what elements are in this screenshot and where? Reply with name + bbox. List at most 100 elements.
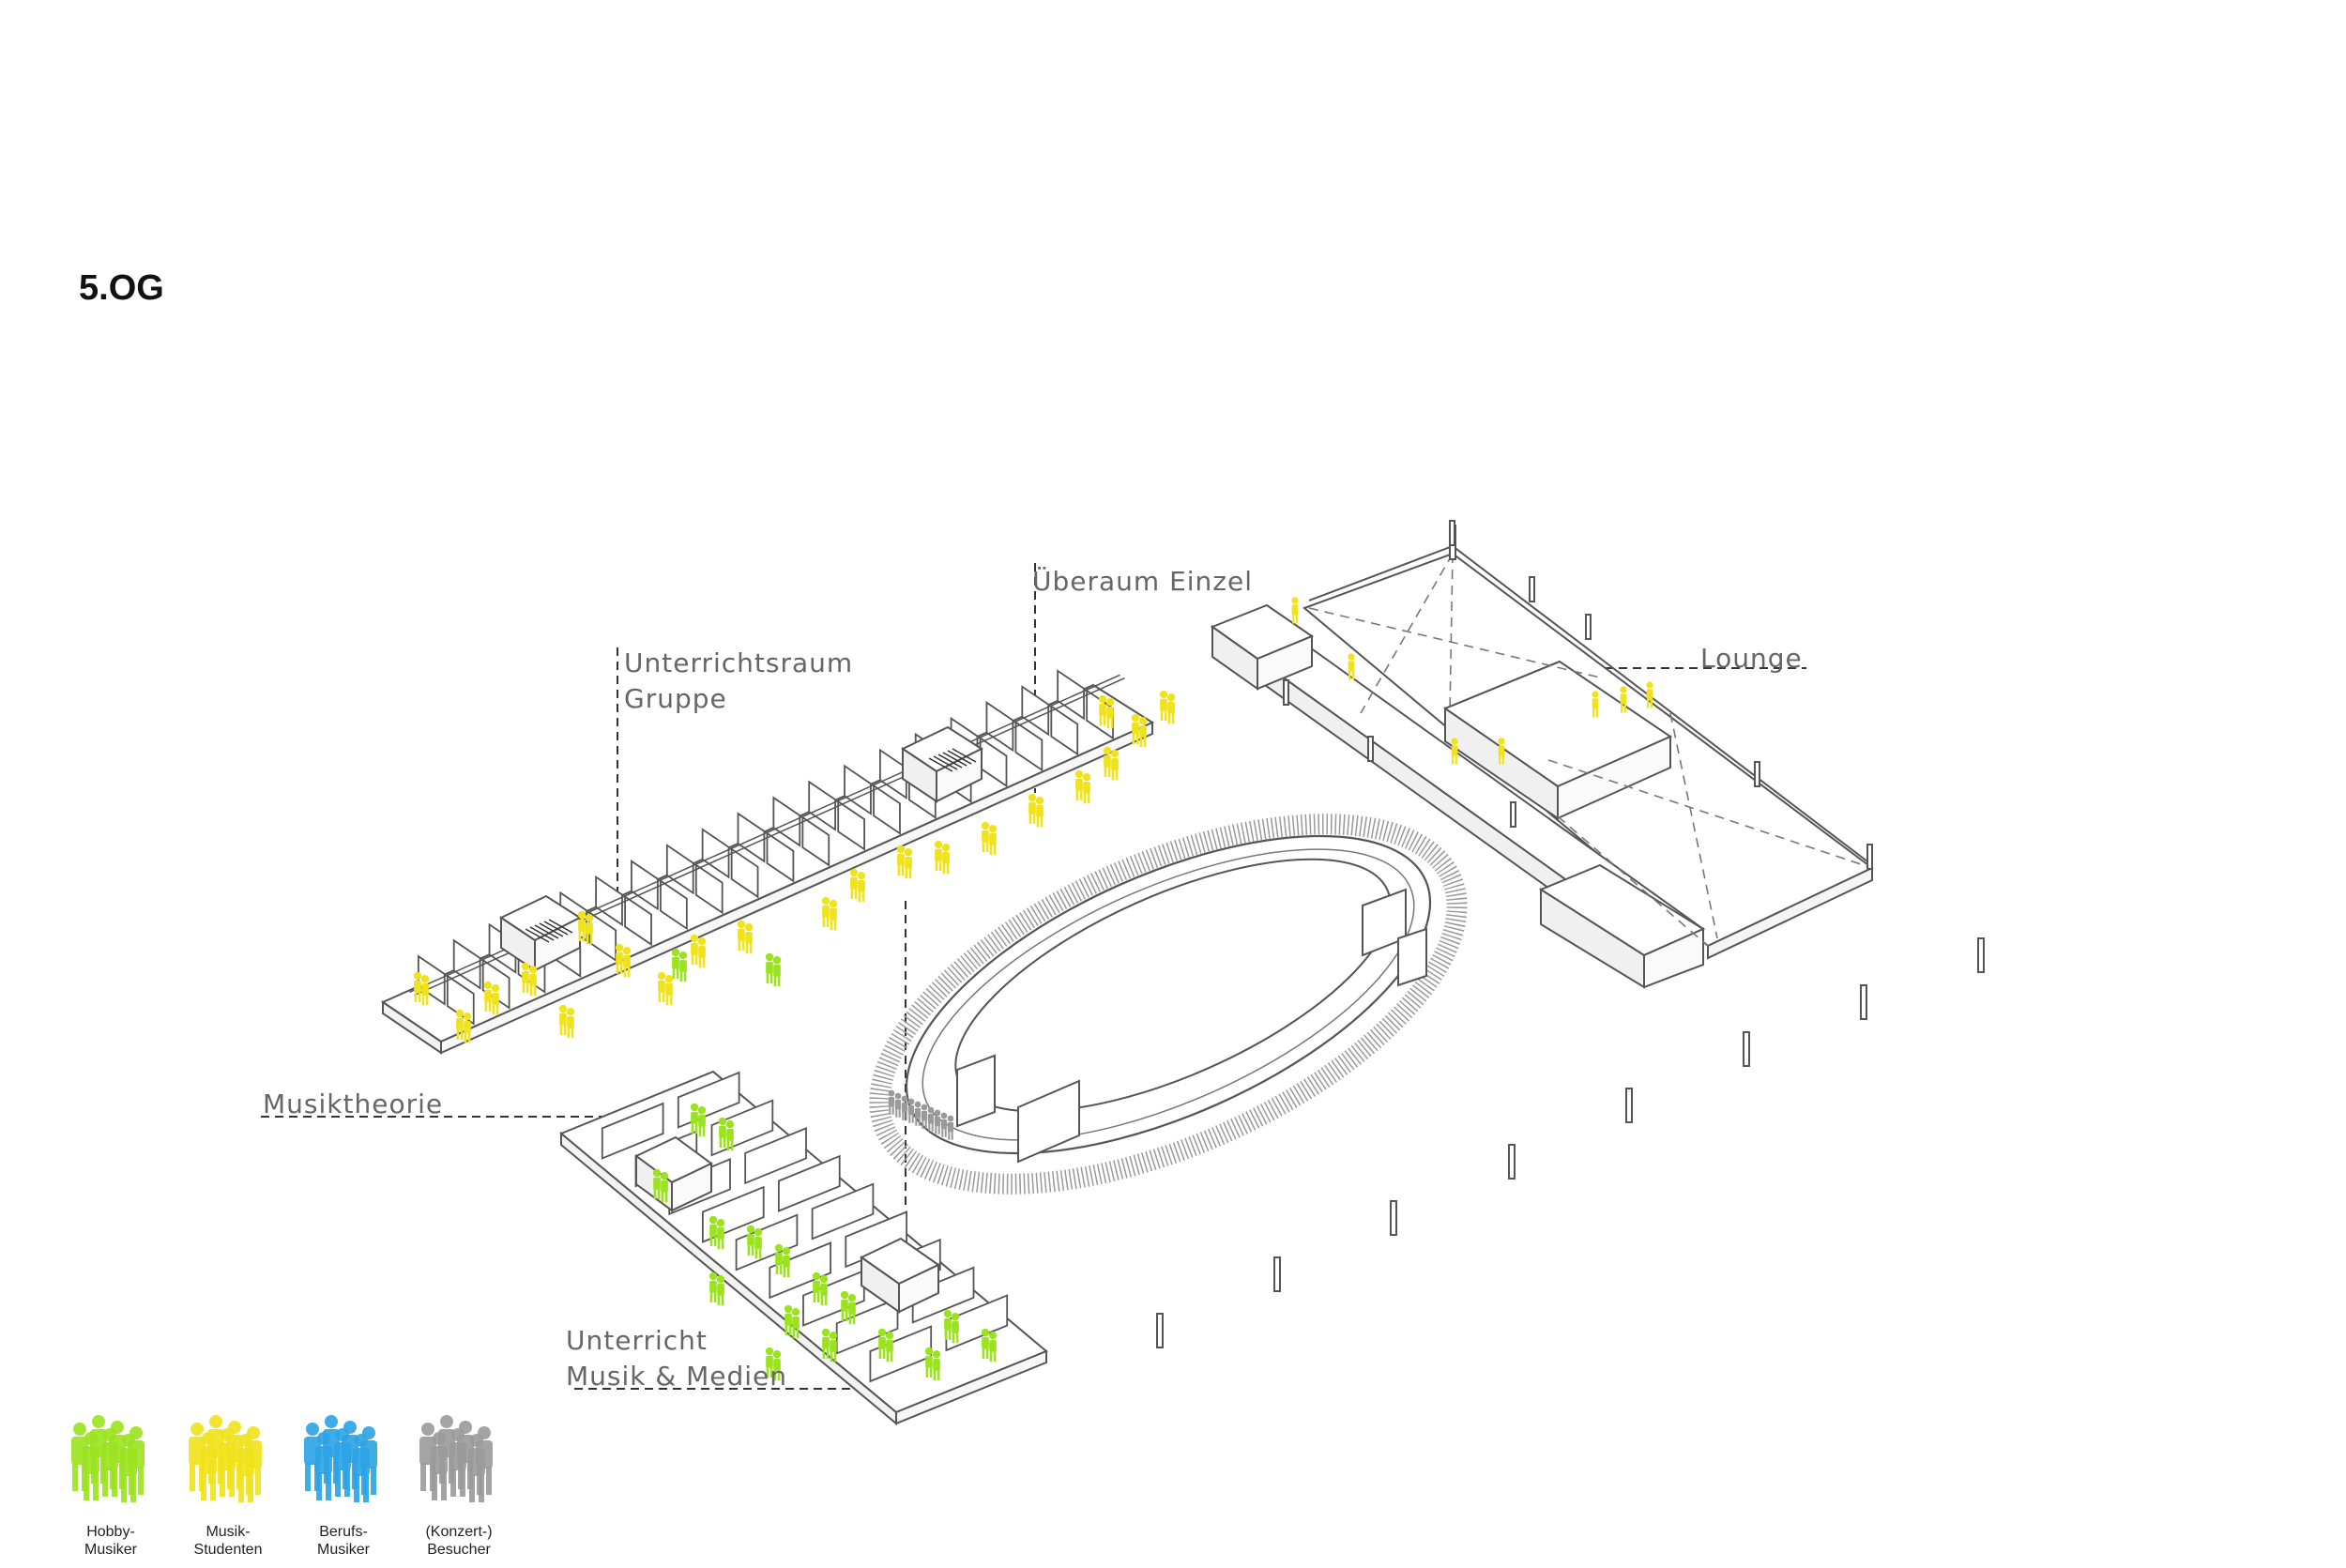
partition-wall [660,879,688,931]
person-figure-icon [821,1328,830,1359]
partition-wall [701,828,730,879]
person-figure-icon [521,962,530,993]
person-figure-icon [857,872,866,903]
column [1508,1144,1516,1180]
person-figure-icon [765,952,774,983]
person-figure-icon [981,1328,990,1359]
column [1754,761,1760,787]
person-figure-icon [885,1332,894,1362]
person-figure-icon [419,1415,493,1502]
left-people [413,690,1176,1043]
person-figure-icon [1110,750,1120,781]
person-figure-icon [1291,597,1299,624]
legend-line1: Musik- [206,1524,251,1540]
right-dashed-diagonals [1308,553,1873,947]
label-unterricht-line2: Musik & Medien [566,1361,788,1392]
person-figure-icon [829,900,838,931]
column [1866,844,1873,870]
person-figure-icon [896,845,906,875]
column [1390,1200,1397,1236]
column [1273,1256,1281,1292]
column [1860,984,1867,1020]
person-figure-icon [615,943,624,974]
person-figure-icon [744,923,754,954]
partition-wall [801,815,830,867]
legend-line1: Hobby- [86,1524,135,1540]
person-figure-icon [914,1101,922,1126]
person-figure-icon [988,1332,998,1362]
person-figure-icon [577,910,586,941]
person-figure-icon [652,1168,662,1199]
legend-line2: Besucher [427,1542,491,1558]
person-figure-icon [904,848,913,879]
person-figure-icon [725,1120,735,1151]
floor-title: 5.OG [79,268,164,308]
person-figure-icon [1131,713,1140,744]
column [1625,1088,1633,1123]
person-figure-icon [940,1112,948,1137]
person-figure-icon [420,975,430,1006]
person-figure-icon [558,1004,568,1035]
legend-item-hobby: Hobby- Musiker [54,1412,167,1559]
person-figure-icon [657,971,666,1002]
partition-wall [730,847,759,899]
legend-line1: Berufs- [319,1524,368,1540]
person-figure-icon [1035,797,1044,828]
stair-step [947,750,972,765]
person-figure-icon [943,1309,952,1340]
lower-people [652,1103,998,1381]
person-figure-icon [1105,698,1115,729]
column [1510,801,1516,828]
partition-wall [837,799,865,851]
right-people [1291,597,1653,765]
person-figure-icon [934,840,943,871]
label-unterricht-line1: Unterricht [566,1325,708,1356]
person-figure-icon [877,1328,887,1359]
stair-step [937,754,963,769]
column [1977,937,1985,973]
person-figure-icon [528,966,538,997]
person-figure-icon [1074,769,1084,800]
person-figure-icon [924,1347,934,1378]
column [1585,614,1592,640]
person-figure-icon [888,1089,895,1115]
partition-wall [601,1102,664,1160]
person-figure-icon [784,1304,793,1335]
person-figure-icon [585,914,594,945]
person-figure-icon [189,1415,262,1502]
partition-wall [778,1154,841,1212]
person-figure-icon [1620,686,1627,713]
person-figure-icon [765,1347,774,1378]
person-group-icon [407,1412,510,1506]
person-figure-icon [782,1247,791,1278]
partition-wall [595,875,623,927]
partition-wall [873,784,901,835]
stair-step [933,755,958,770]
partition-wall [1014,721,1044,772]
person-figure-icon [847,1294,857,1325]
stair-core-lower-2 [860,1237,940,1314]
partition-wall [985,701,1014,753]
core-bottom [1538,863,1706,989]
legend-item-student: Musik- Studenten [172,1412,284,1559]
left-stairs [525,748,977,943]
person-figure-icon [951,1313,960,1344]
person-figure-icon [894,1092,902,1118]
partition-wall [624,894,652,947]
person-figure-icon [819,1275,829,1306]
person-figure-icon [927,1106,935,1132]
person-figure-icon [821,896,830,927]
person-figure-icon [901,1095,908,1120]
column [1449,520,1455,546]
stair-step [529,926,555,941]
person-figure-icon [491,984,500,1015]
partition-wall [1057,669,1085,721]
column [1367,736,1374,762]
partition-wall [481,958,510,1010]
legend-line2: Musiker [316,1542,370,1558]
label-ueberaum: Überaum Einzel [1032,566,1254,597]
person-figure-icon [746,1225,755,1256]
partition-wall [811,1182,875,1241]
